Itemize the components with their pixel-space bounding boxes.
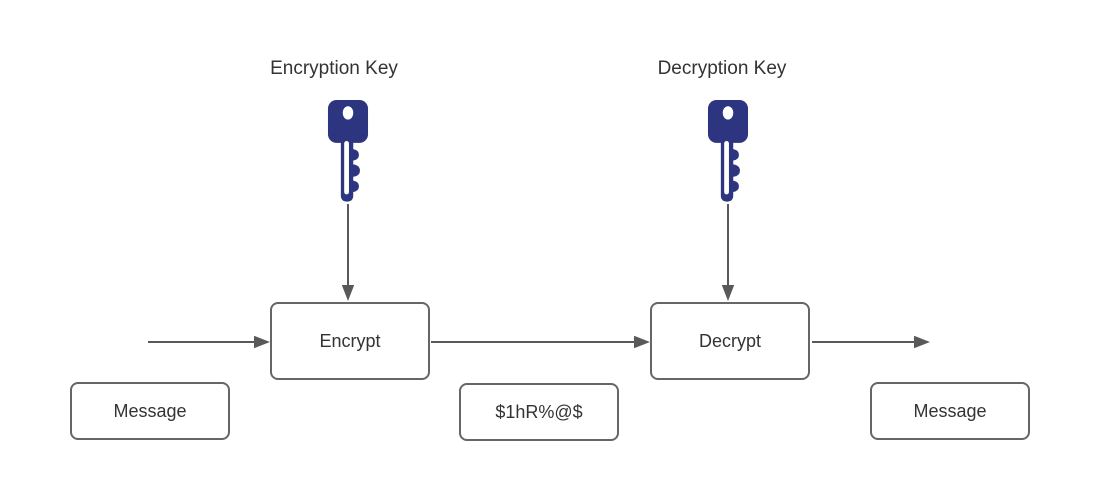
message-output-box: Message: [870, 382, 1030, 440]
input-arrowhead-icon: [254, 335, 270, 349]
encryption-key-arrowhead-icon: [341, 285, 355, 301]
decryption-key-label: Decryption Key: [657, 58, 787, 79]
encryption-key-label: Encryption Key: [270, 58, 398, 79]
encrypt-box: Encrypt: [270, 302, 430, 380]
ciphertext-label: $1hR%@$: [495, 401, 583, 422]
ciphertext-box: $1hR%@$: [459, 383, 619, 441]
message-input-label: Message: [113, 400, 187, 421]
decrypt-box: Decrypt: [650, 302, 810, 380]
decryption-key-arrowhead-icon: [721, 285, 735, 301]
output-arrowhead-icon: [914, 335, 930, 349]
message-input-box: Message: [70, 382, 230, 440]
encrypt-to-decrypt-arrowhead-icon: [634, 335, 650, 349]
message-output-label: Message: [913, 400, 987, 421]
encrypt-box-label: Encrypt: [319, 330, 381, 351]
decrypt-box-label: Decrypt: [698, 330, 761, 351]
